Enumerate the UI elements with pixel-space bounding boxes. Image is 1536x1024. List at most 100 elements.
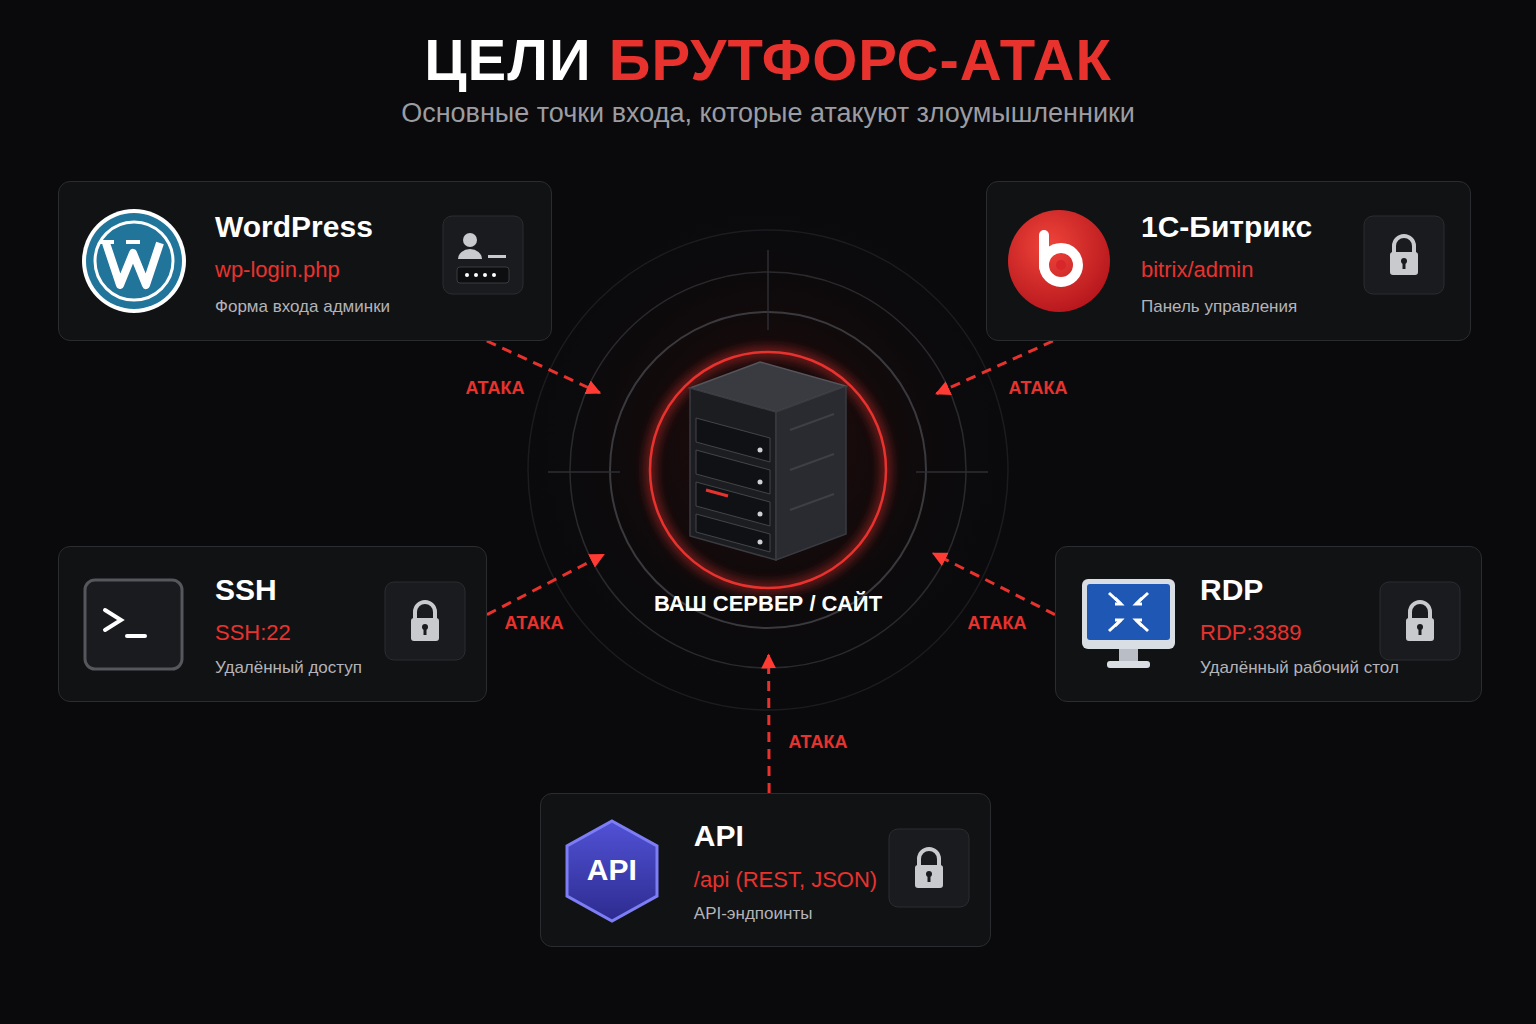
graphic-part [443,216,523,294]
graphic-part [1419,628,1422,635]
graphic-part [483,273,487,277]
login-form-icon [442,215,524,295]
graphic-part [105,610,121,630]
graphic-part [706,490,728,496]
graphic-part [776,386,846,560]
graphic-part [1406,618,1434,641]
card-description: Форма входа админки [215,297,390,317]
graphic-part [106,243,160,285]
graphic-part [1410,602,1430,619]
subtitle: Основные точки входа, которые атакуют зл… [0,98,1536,129]
graphic-part [758,480,763,485]
card-description: Удалённый доступ [215,658,362,678]
graphic-part [1082,579,1175,649]
graphic-part [82,209,186,313]
server-illustration [690,362,846,560]
graphic-part [463,233,477,247]
graphic-part [1039,235,1049,267]
edge-label: АТАКА [964,612,1031,635]
graphic-part [100,240,114,244]
red-glow [650,352,886,588]
card-description: API-эндпоинты [694,904,813,924]
graphic-part [696,514,770,552]
lock-icon [888,828,970,908]
ring [610,312,926,628]
attack-arrow [767,655,771,793]
lock-icon [384,581,466,661]
graphic-part [457,267,509,283]
edge-label: АТАКА [1005,377,1072,400]
icon-label: API [564,853,660,887]
logo-icon [82,209,186,313]
graphic-part [95,222,173,300]
attack-arrow [487,555,604,615]
graphic-part [1119,649,1138,661]
graphic-part [1136,593,1148,604]
card-title: API [694,819,744,853]
graphic-part [126,240,140,244]
graphic-part [1107,661,1150,668]
graphic-part [758,448,763,453]
graphic-part [1403,262,1406,269]
target-card: API/api (REST, JSON) API-эндпоинты API [540,793,991,947]
graphic-part [690,388,776,560]
graphic-part [919,849,939,866]
graphic-part [85,580,182,669]
edge-label: АТАКА [785,731,852,754]
graphic-part [127,634,145,638]
graphic-part [758,540,763,545]
target-card: 1С-Битрикс bitrix/adminПанель управления [986,181,1471,341]
graphic-part [492,273,496,277]
graphic-part [1380,582,1460,660]
graphic-part [758,512,763,517]
title: ЦЕЛИ БРУТФОРС-АТАК [0,26,1536,93]
graphic-part [928,875,931,882]
lock-icon [1379,581,1461,661]
crosshair [767,250,769,330]
lock-icon [1363,215,1445,295]
edge-label: АТАКА [501,612,568,635]
crosshair [916,471,988,473]
graphic-part [385,582,465,660]
card-path: bitrix/admin [1141,257,1253,283]
card-description: Удалённый рабочий стол [1200,658,1399,678]
card-description: Панель управления [1141,297,1297,317]
edge-label: АТАКА [462,377,529,400]
ring [528,230,1008,710]
server-node: ВАШ СЕРВЕР / САЙТ [583,285,953,655]
card-title: SSH [215,573,277,607]
title-text: ЦЕЛИ БРУТФОРС-АТАК [424,27,1112,92]
card-title: RDP [1200,573,1263,607]
graphic-part [889,829,969,907]
graphic-part [1056,260,1066,270]
graphic-part [915,865,943,888]
graphic-part [1109,593,1148,631]
graphic-part [415,602,435,619]
red-ring [650,352,886,588]
graphic-part [86,213,182,309]
graphic-part [1390,252,1418,275]
graphic-part [1044,248,1078,282]
target-card: SSH SSH:22Удалённый доступ [58,546,487,702]
graphic-part [411,618,439,641]
graphic-part [474,273,478,277]
graphic-part [1364,216,1444,294]
card-title: 1С-Битрикс [1141,210,1312,244]
card-path: SSH:22 [215,620,291,646]
card-title: WordPress [215,210,373,244]
graphic-part [1008,210,1110,312]
logo-icon [1007,209,1111,313]
graphic-part [790,454,834,470]
graphic-part [458,249,482,259]
graphic-part [424,628,427,635]
card-path: RDP:3389 [1200,620,1302,646]
graphic-part [1109,593,1121,604]
graphic-part [1109,620,1121,631]
logo-icon [83,578,184,671]
attack-arrow [933,553,1055,614]
card-path: /api (REST, JSON) [694,867,877,893]
graphic-part [790,494,834,510]
graphic-part [1136,620,1148,631]
